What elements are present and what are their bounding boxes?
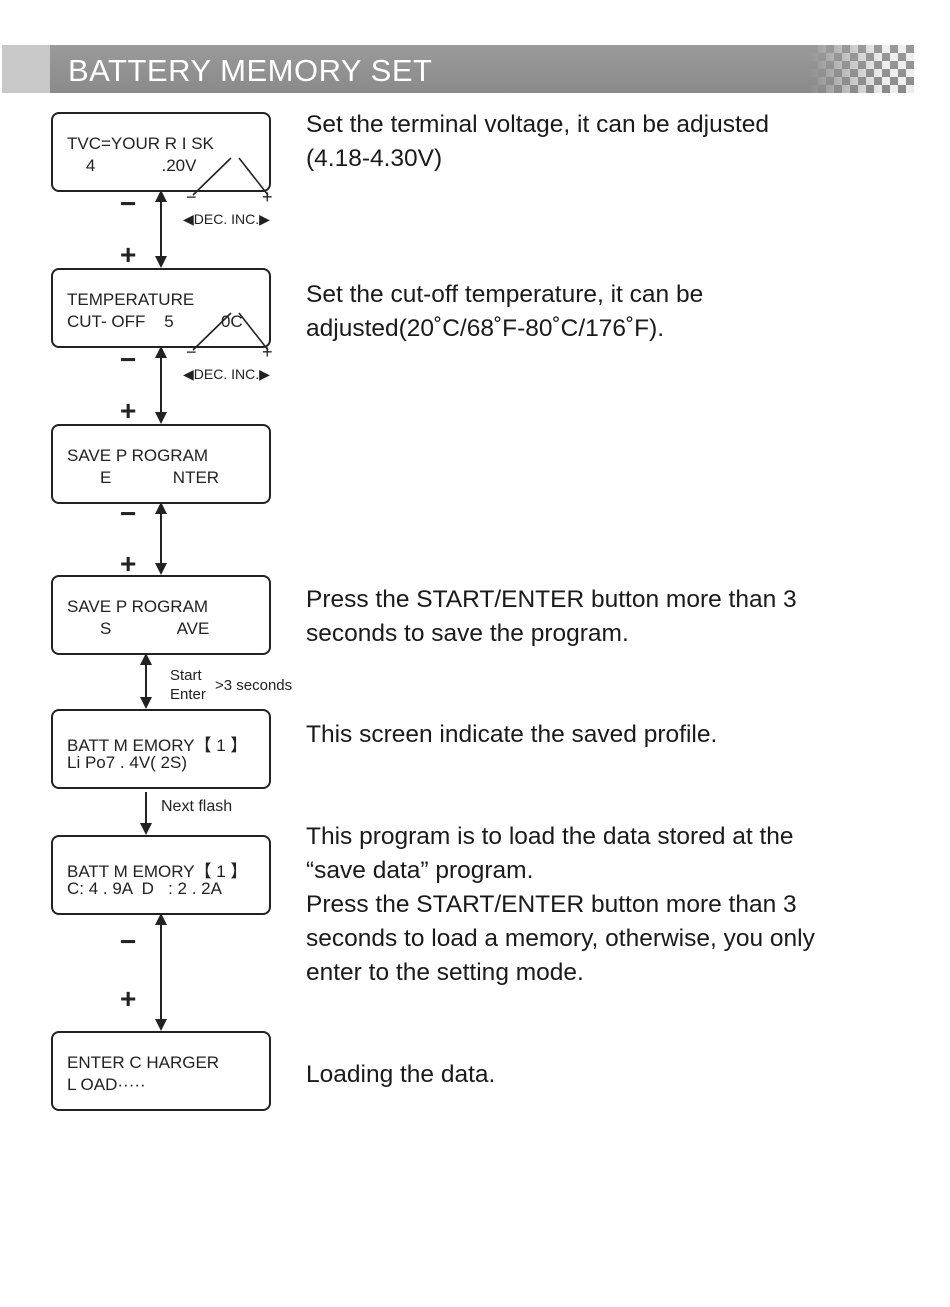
dec-pointer-line xyxy=(192,312,232,351)
inc-plus: + xyxy=(262,342,273,362)
lcd-screen-save: SAVE P ROGRAM S AVE xyxy=(51,575,271,655)
description-line: Loading the data. xyxy=(306,1061,496,1088)
lcd-line-1: TVC=YOUR R I SK xyxy=(67,134,214,153)
lcd-screen-enter-charger: ENTER C HARGER L OAD····· xyxy=(51,1031,271,1111)
inc-plus: + xyxy=(262,187,273,207)
plus-symbol: + xyxy=(120,395,137,426)
description-line: Press the START/ENTER button more than 3 xyxy=(306,586,797,613)
plus-symbol: + xyxy=(120,983,137,1014)
dec-minus: − xyxy=(186,342,197,362)
lcd-screen-temperature: TEMPERATURE CUT- OFF 5 0C xyxy=(51,268,271,348)
description-line: enter to the setting mode. xyxy=(306,959,584,986)
lcd-line-2: E NTER xyxy=(67,468,220,487)
description-line: adjusted(20˚C/68˚F-80˚C/176˚F). xyxy=(306,315,665,342)
description-voltage: Set the terminal voltage, it can be adju… xyxy=(306,108,906,176)
lcd-line-2: C: 4 . 9A D : 2 . 2A xyxy=(67,879,222,898)
seconds-label: >3 seconds xyxy=(215,677,293,694)
lcd-screen-voltage: TVC=YOUR R I SK 4 .20V xyxy=(51,112,271,192)
enter-label: Enter xyxy=(170,686,206,703)
lcd-line-2: S AVE xyxy=(67,619,210,638)
description-line: Set the terminal voltage, it can be adju… xyxy=(306,111,770,138)
minus-symbol: − xyxy=(120,926,137,957)
plus-symbol: + xyxy=(120,548,137,579)
lcd-line-1: BATT M EMORY【 1 】 xyxy=(67,736,248,755)
inc-pointer-line xyxy=(238,157,269,196)
checker-pattern xyxy=(810,45,914,93)
dec-inc-label: ◀DEC. INC.▶ xyxy=(183,211,270,227)
lcd-line-1: SAVE P ROGRAM xyxy=(67,597,209,616)
description-line: “save data” program. xyxy=(306,857,534,884)
minus-symbol: − xyxy=(120,498,137,529)
description-save: Press the START/ENTER button more than 3… xyxy=(306,583,906,651)
inc-pointer-line xyxy=(238,312,269,351)
next-flash-label: Next flash xyxy=(161,798,233,815)
description-saved-profile: This screen indicate the saved profile. xyxy=(306,718,906,752)
description-line: Set the cut-off temperature, it can be xyxy=(306,281,704,308)
description-line: Press the START/ENTER button more than 3 xyxy=(306,891,797,918)
lcd-line-1: BATT M EMORY【 1 】 xyxy=(67,862,248,881)
dec-pointer-line xyxy=(192,157,232,196)
lcd-line-1: TEMPERATURE xyxy=(67,290,195,309)
banner-accent xyxy=(2,45,50,93)
lcd-line-2: CUT- OFF 5 0C xyxy=(67,312,243,331)
dec-minus: − xyxy=(186,187,197,207)
dec-inc-label: ◀DEC. INC.▶ xyxy=(183,366,270,382)
lcd-line-1: SAVE P ROGRAM xyxy=(67,446,209,465)
minus-symbol: − xyxy=(120,344,137,375)
lcd-line-2: 4 .20V xyxy=(67,156,197,175)
minus-symbol: − xyxy=(120,188,137,219)
page-title: BATTERY MEMORY SET xyxy=(68,53,433,88)
description-loading: Loading the data. xyxy=(306,1058,906,1092)
section-banner: BATTERY MEMORY SET xyxy=(2,45,914,93)
lcd-screen-batt-memory: BATT M EMORY【 1 】 Li Po7 . 4V( 2S) xyxy=(51,709,271,789)
description-line: seconds to load a memory, otherwise, you… xyxy=(306,925,815,952)
lcd-line-2: Li Po7 . 4V( 2S) xyxy=(67,753,188,772)
description-load: This program is to load the data stored … xyxy=(306,820,906,990)
description-line: This program is to load the data stored … xyxy=(306,823,794,850)
description-line: seconds to save the program. xyxy=(306,620,629,647)
description-line: (4.18-4.30V) xyxy=(306,145,443,172)
plus-symbol: + xyxy=(120,239,137,270)
description-line: This screen indicate the saved profile. xyxy=(306,721,718,748)
description-temperature: Set the cut-off temperature, it can be a… xyxy=(306,278,906,346)
start-label: Start xyxy=(170,667,202,684)
lcd-line-1: ENTER C HARGER xyxy=(67,1053,220,1072)
lcd-line-2: L OAD····· xyxy=(67,1075,146,1094)
